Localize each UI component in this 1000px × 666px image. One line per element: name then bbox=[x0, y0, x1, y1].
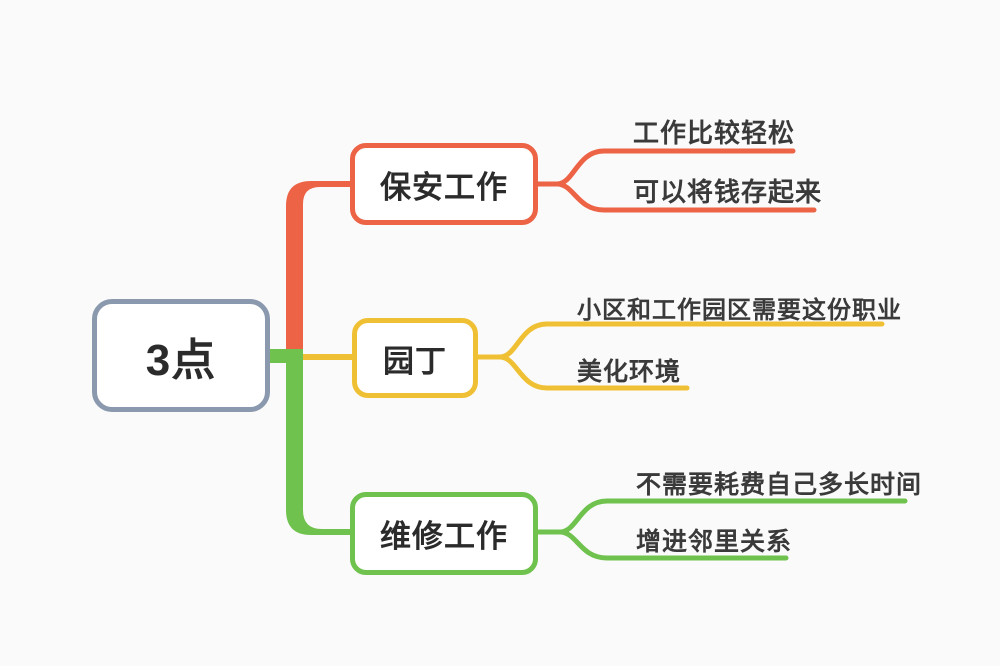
fork-repair-lower bbox=[557, 529, 789, 561]
branch-node-label: 保安工作 bbox=[380, 169, 508, 205]
branch-node-security-work[interactable]: 保安工作 bbox=[350, 143, 538, 225]
fork-gardener-lower bbox=[497, 354, 690, 391]
fork-security-lower bbox=[554, 181, 817, 213]
leaf-node-neighbor-relations[interactable]: 增进邻里关系 bbox=[636, 528, 793, 556]
leaf-node-easy-work[interactable]: 工作比较轻松 bbox=[633, 118, 796, 148]
leaf-node-save-money[interactable]: 可以将钱存起来 bbox=[633, 177, 823, 207]
fork-security bbox=[535, 148, 817, 213]
leaf-node-little-time-needed[interactable]: 不需要耗费自己多长时间 bbox=[636, 471, 923, 499]
leaf-node-communities-need-job[interactable]: 小区和工作园区需要这份职业 bbox=[577, 297, 902, 324]
root-node-label: 3点 bbox=[145, 335, 217, 385]
branch-node-repair-work[interactable]: 维修工作 bbox=[350, 492, 538, 575]
leaf-node-beautify-environment[interactable]: 美化环境 bbox=[577, 358, 682, 386]
fork-gardener-upper bbox=[497, 321, 885, 360]
root-node[interactable]: 3点 bbox=[92, 299, 270, 412]
branch-node-label: 园丁 bbox=[383, 343, 447, 379]
branch-node-label: 维修工作 bbox=[380, 519, 508, 554]
fork-repair bbox=[535, 498, 908, 561]
connector-root-to-repair bbox=[268, 349, 351, 535]
fork-gardener bbox=[475, 321, 885, 391]
branch-node-gardener[interactable]: 园丁 bbox=[352, 318, 478, 398]
connector-root-to-security bbox=[286, 181, 351, 362]
